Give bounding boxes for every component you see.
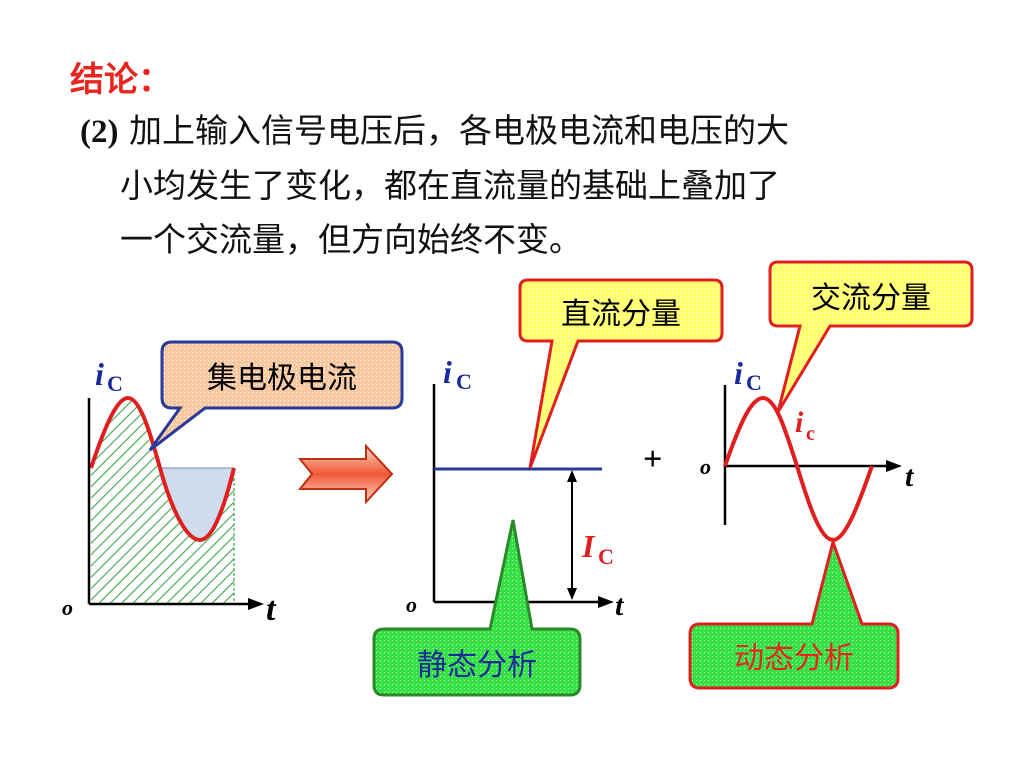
graph2-x-arrowhead bbox=[598, 596, 614, 608]
callout-ac-component: 交流分量 bbox=[768, 260, 974, 413]
graph2-dc-label-sub: C bbox=[598, 544, 614, 569]
conclusion-line-2: 小均发生了变化，都在直流量的基础上叠加了 bbox=[120, 166, 780, 205]
collector-bubble-text: 集电极电流 bbox=[207, 361, 357, 396]
static-bubble-shape bbox=[372, 519, 582, 697]
callout-static-analysis: 静态分析 bbox=[372, 519, 582, 697]
collector-bubble-shape bbox=[148, 340, 404, 452]
conclusion-line-3: 一个交流量，但方向始终不变。 bbox=[120, 220, 582, 259]
graph3-x-arrowhead bbox=[886, 460, 902, 472]
static-bubble-text: 静态分析 bbox=[417, 648, 537, 683]
graph2-dimension-arrow-top bbox=[567, 470, 577, 482]
graph1-current-curve bbox=[89, 395, 236, 543]
plus-sign: + bbox=[643, 441, 662, 478]
ac-bubble-text: 交流分量 bbox=[811, 281, 931, 316]
dc-bubble-shape bbox=[518, 278, 724, 469]
graph-collector-current: i C o t bbox=[62, 356, 277, 628]
callout-collector-current: 集电极电流 bbox=[148, 340, 404, 452]
dynamic-bubble-text: 动态分析 bbox=[734, 641, 854, 676]
graph2-y-label-var: i bbox=[443, 354, 452, 390]
conclusion-number: (2) bbox=[80, 114, 119, 150]
callout-dynamic-analysis: 动态分析 bbox=[688, 536, 900, 690]
graph1-origin: o bbox=[62, 595, 73, 620]
graph2-y-label-sub: C bbox=[456, 369, 472, 394]
decomposition-arrow bbox=[297, 443, 394, 505]
graph1-y-label-sub: C bbox=[107, 371, 123, 396]
graph3-x-label: t bbox=[905, 460, 915, 493]
ac-bubble-shape bbox=[768, 260, 974, 413]
graph-ac-component: i C o t i c bbox=[700, 355, 915, 543]
graph2-dc-label-var: I bbox=[581, 528, 596, 564]
graph3-y-label-sub: C bbox=[746, 370, 762, 395]
graph3-ac-label-sub: c bbox=[806, 423, 815, 445]
graph3-origin: o bbox=[700, 454, 711, 479]
graph1-y-label-var: i bbox=[95, 356, 104, 392]
conclusion-paragraph: (2) 加上输入信号电压后，各电极电流和电压的大 小均发生了变化，都在直流量的基… bbox=[80, 104, 960, 267]
graph3-ac-curve bbox=[723, 395, 874, 543]
graph1-x-label: t bbox=[266, 591, 277, 628]
graph2-dimension-arrow-bottom bbox=[567, 588, 577, 600]
conclusion-title: 结论： bbox=[70, 60, 172, 100]
dynamic-bubble-shape bbox=[688, 536, 900, 690]
conclusion-line-1: (2) 加上输入信号电压后，各电极电流和电压的大 bbox=[80, 104, 960, 159]
graph3-y-label-var: i bbox=[734, 355, 743, 391]
graph1-x-arrowhead bbox=[248, 598, 264, 610]
conclusion-line-1-text: 加上输入信号电压后，各电极电流和电压的大 bbox=[118, 111, 789, 150]
dc-bubble-text: 直流分量 bbox=[561, 297, 681, 332]
graph3-ac-label-var: i bbox=[795, 406, 804, 439]
graph2-origin: o bbox=[406, 592, 417, 617]
callout-dc-component: 直流分量 bbox=[518, 278, 724, 469]
graph2-x-label: t bbox=[615, 589, 625, 622]
